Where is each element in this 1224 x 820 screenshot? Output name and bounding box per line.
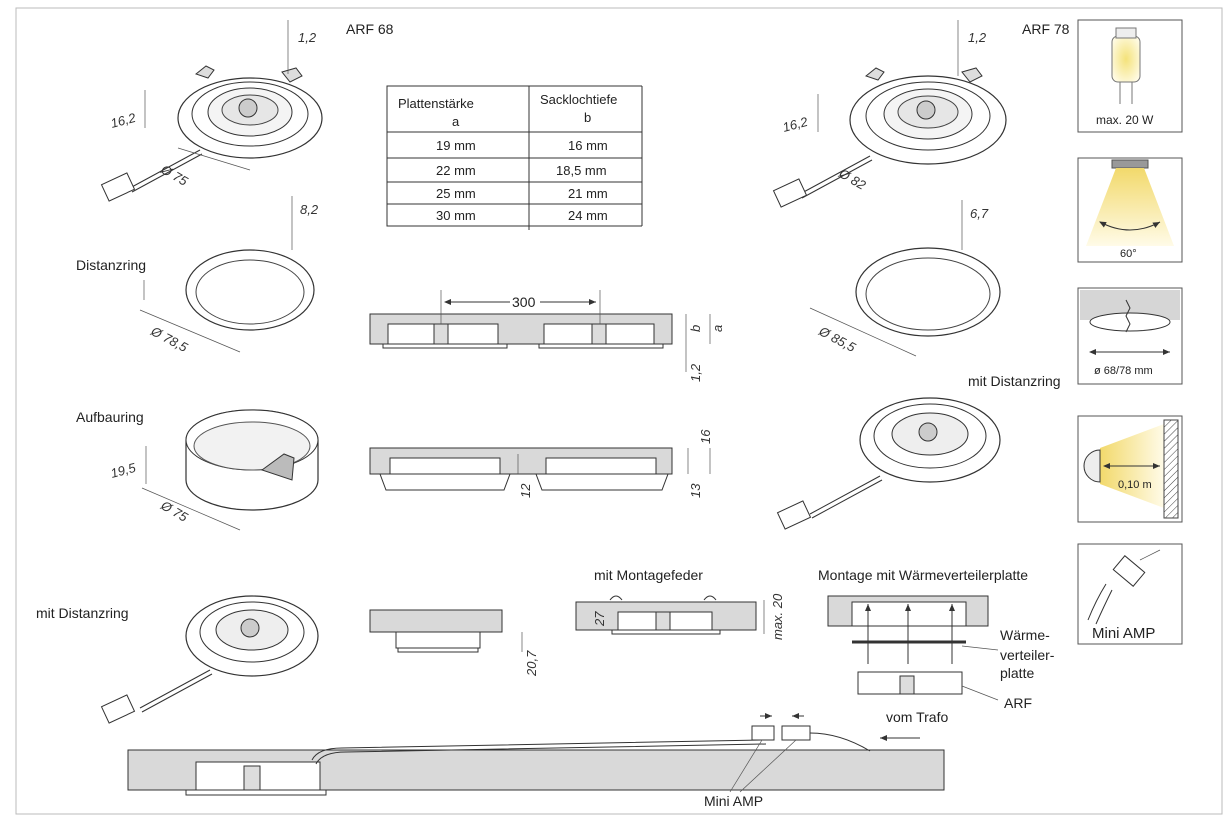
dim-arf78-top: 1,2 (968, 30, 987, 45)
icon-connector-label: Mini AMP (1092, 625, 1155, 642)
dim-a-label: a (710, 325, 725, 332)
label-waerme-1: Wärme- (1000, 627, 1050, 643)
dim-ring78-diameter: Ø 85,5 (816, 323, 859, 355)
connector-icon (1077, 543, 1183, 645)
label-mit-montagefeder: mit Montagefeder (594, 567, 703, 583)
dim-spacing: 300 (512, 294, 536, 310)
label-distanzring: Distanzring (76, 257, 146, 273)
table-header-a-sym: a (452, 114, 460, 129)
dim-aufbau-height: 19,5 (109, 460, 138, 481)
model-label-arf78: ARF 78 (1022, 21, 1070, 37)
table-cell-b: 18,5 mm (556, 163, 607, 178)
model-label-arf68: ARF 68 (346, 21, 394, 37)
dim-20-7: 20,7 (524, 650, 539, 677)
dim-12: 12 (518, 483, 533, 498)
lamp-icon (1077, 19, 1183, 133)
arf68-with-ring (100, 595, 319, 724)
dim-arf78-height: 16,2 (781, 114, 810, 135)
label-vom-trafo: vom Trafo (886, 709, 948, 725)
dim-bottom-12: 1,2 (688, 363, 703, 382)
dim-ring68-diameter: Ø 78,5 (148, 323, 191, 355)
arf68-fixture (100, 20, 323, 202)
icon-beam-label: 60° (1120, 248, 1137, 260)
dim-16: 16 (698, 429, 713, 444)
dim-arf68-height: 16,2 (109, 110, 138, 131)
dim-arf68-top: 1,2 (298, 30, 317, 45)
distanzring-68 (139, 196, 315, 353)
table-cell-a: 30 mm (436, 208, 476, 223)
aufbauring (141, 409, 319, 531)
table-header-b-sym: b (584, 110, 591, 125)
table-cell-b: 21 mm (568, 186, 608, 201)
label-mit-distanzring-right: mit Distanzring (968, 373, 1061, 389)
dim-27: 27 (592, 611, 607, 627)
dim-aufbau-diameter: Ø 75 (158, 497, 191, 525)
cutout-icon (1077, 287, 1183, 385)
table-cell-a: 22 mm (436, 163, 476, 178)
table-cell-b: 24 mm (568, 208, 608, 223)
section-spacer (369, 609, 523, 653)
section-recessed (369, 290, 711, 372)
table-cell-a: 19 mm (436, 138, 476, 153)
table-header-a: Plattenstärke (398, 96, 474, 111)
label-waerme-3: platte (1000, 665, 1034, 681)
distance-icon (1077, 415, 1183, 523)
dim-ring78-height: 6,7 (970, 206, 989, 221)
heat-plate-assembly (827, 595, 999, 701)
dim-max-20: max. 20 (770, 593, 785, 640)
label-mini-amp-bottom: Mini AMP (704, 793, 763, 809)
label-aufbauring: Aufbauring (76, 409, 144, 425)
label-montage-waerme: Montage mit Wärmeverteilerplatte (818, 567, 1028, 583)
depth-table (386, 85, 643, 230)
section-montagefeder (575, 595, 765, 635)
label-waerme-2: verteiler- (1000, 647, 1055, 663)
dim-b-label: b (688, 325, 703, 332)
table-cell-a: 25 mm (436, 186, 476, 201)
section-surface (369, 447, 711, 491)
table-header-b: Sacklochtiefe (540, 92, 617, 107)
icon-cutout-label: ø 68/78 mm (1094, 365, 1153, 377)
arf78-with-ring (776, 397, 1001, 530)
dim-arf78-diameter: Ø 82 (836, 165, 869, 193)
label-arf: ARF (1004, 695, 1032, 711)
icon-lamp-label: max. 20 W (1096, 113, 1154, 127)
frame-border (15, 7, 1223, 815)
icon-distance-label: 0,10 m (1118, 479, 1152, 491)
dim-arf68-diameter: Ø 75 (158, 161, 191, 189)
arf78-fixture (772, 20, 1007, 208)
label-mit-distanzring-left: mit Distanzring (36, 605, 129, 621)
wiring-panel (127, 713, 945, 796)
distanzring-78 (809, 200, 1001, 357)
beam-angle-icon (1077, 157, 1183, 263)
dim-13: 13 (688, 483, 703, 498)
dim-ring68-height: 8,2 (300, 202, 319, 217)
table-cell-b: 16 mm (568, 138, 608, 153)
